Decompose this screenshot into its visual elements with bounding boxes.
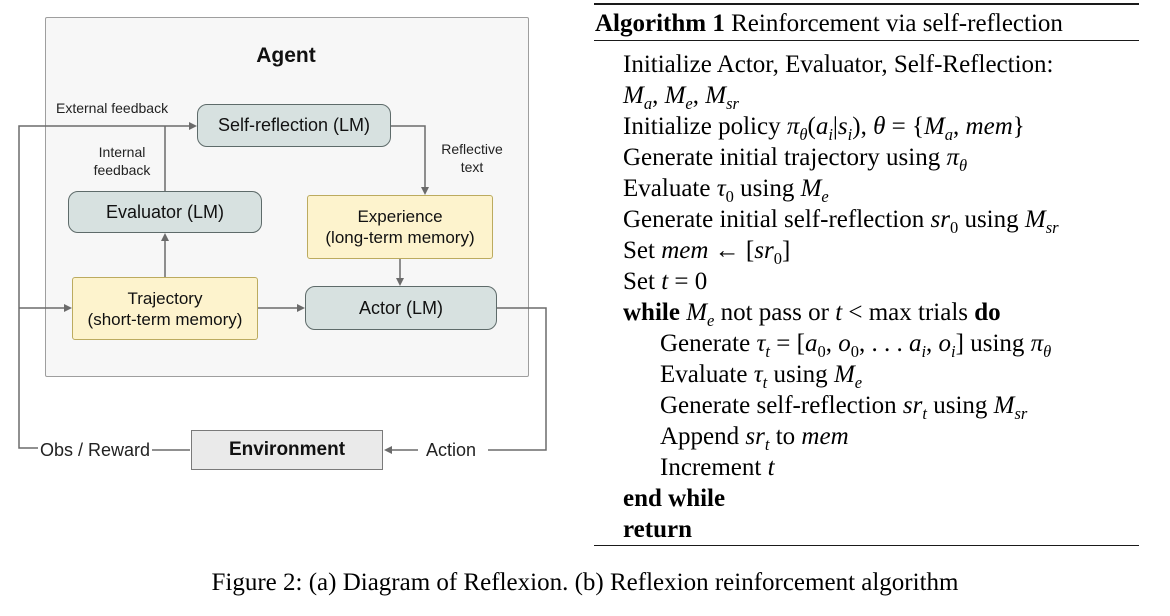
algorithm-line: Initialize policy πθ(ai|si), θ = {Ma, me… [623,113,1025,144]
algorithm-line: Set mem ← [sr0] [623,237,791,268]
internal-feedback-label: Internal feedback [93,144,151,178]
algorithm-line: Set t = 0 [623,268,708,295]
reflexion-diagram: Agent [0,0,570,500]
environment-box: Environment [191,430,383,470]
experience-box: Experience (long-term memory) [307,195,493,259]
selfreflection-to-experience-arrow [391,125,429,195]
self-reflection-label: Self-reflection (LM) [217,115,371,135]
algorithm-line: return [623,516,692,543]
algorithm-top-rule [594,3,1139,6]
evaluator-label: Evaluator (LM) [105,201,225,222]
algorithm-line: Generate initial self-reflection sr0 usi… [623,206,1059,237]
algorithm-line: Append srt to mem [660,423,849,454]
external-feedback-arrowhead [189,122,197,130]
action-to-environment-arrow [384,446,418,454]
algorithm-line: Generate τt = [a0, o0, . . . ai, oi] usi… [660,330,1052,361]
evaluator-box: Evaluator (LM) [68,191,262,233]
self-reflection-box: Self-reflection (LM) [197,104,391,147]
algorithm-line: Evaluate τ0 using Me [623,175,829,206]
algorithm-line: end while [623,485,726,512]
actor-to-environment-connector [488,307,547,451]
algorithm-line: Generate initial trajectory using πθ [623,144,968,175]
external-feedback-label: External feedback [56,100,169,116]
reflective-text-label: Reflective text [441,141,503,175]
trajectory-sublabel: (short-term memory) [87,309,243,329]
action-label: Action [426,440,477,460]
connectors-svg [18,122,547,454]
algorithm-line: Initialize Actor, Evaluator, Self-Reflec… [623,51,1054,78]
experience-label: Experience [357,207,443,226]
trajectory-to-actor-arrow [258,304,305,312]
trajectory-box: Trajectory (short-term memory) [72,277,258,340]
agent-title: Agent [256,44,316,67]
trajectory-feed-arrow [19,304,72,312]
algorithm-mid-rule [594,40,1139,42]
algorithm-line: Generate self-reflection srt using Msr [660,392,1028,423]
obs-reward-label: Obs / Reward [40,440,151,460]
experience-sublabel: (long-term memory) [325,228,475,247]
trajectory-to-evaluator-arrow [161,233,169,277]
algorithm-line: while Me not pass or t < max trials do [623,299,1001,330]
environment-label: Environment [228,439,346,460]
algorithm-line: Ma, Me, Msr [623,82,739,113]
algorithm-header: Algorithm 1 Reinforcement via self-refle… [595,10,1063,37]
trajectory-label: Trajectory [127,288,203,308]
figure-caption: Figure 2: (a) Diagram of Reflexion. (b) … [211,569,959,596]
actor-label: Actor (LM) [358,297,443,318]
algorithm-bottom-rule [594,545,1139,547]
algorithm-line: Increment t [660,454,775,481]
actor-box: Actor (LM) [305,286,497,330]
algorithm-line: Evaluate τt using Me [660,361,863,392]
env-to-agent-connector [18,125,189,449]
algorithm-body: Initialize Actor, Evaluator, Self-Reflec… [623,49,1059,545]
experience-to-actor-arrow [396,259,404,286]
